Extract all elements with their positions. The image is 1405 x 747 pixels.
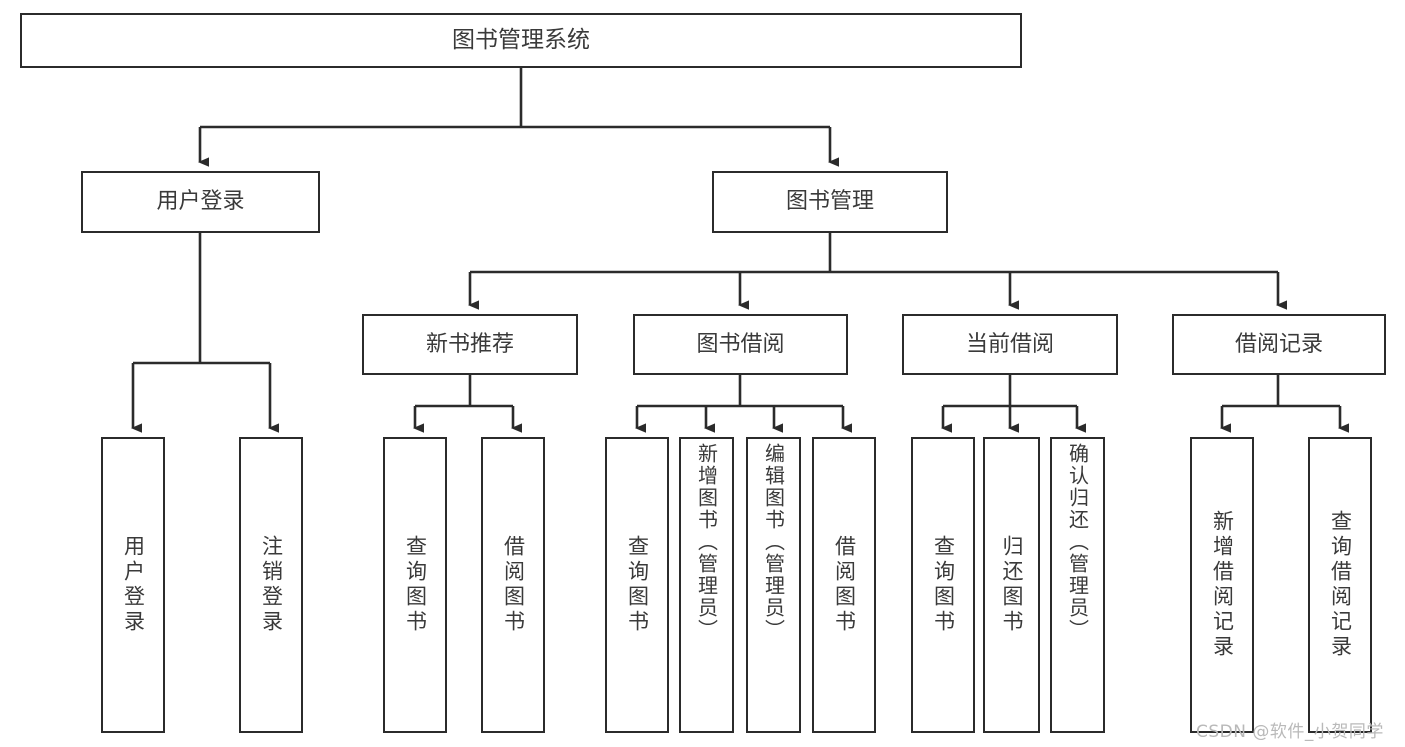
leaf-query-book-current[interactable]: 查询图书 bbox=[911, 437, 975, 733]
node-label: 查询图书 bbox=[625, 535, 650, 635]
leaf-logout[interactable]: 注销登录 bbox=[239, 437, 303, 733]
leaf-user-login[interactable]: 用户登录 bbox=[101, 437, 165, 733]
leaf-return-book[interactable]: 归还图书 bbox=[983, 437, 1040, 733]
leaf-add-book-admin[interactable]: 新增图书（管理员） bbox=[679, 437, 734, 733]
node-label: 图书管理 bbox=[785, 189, 874, 215]
node-label: 借阅图书 bbox=[832, 535, 857, 635]
leaf-confirm-return-admin[interactable]: 确认归还（管理员） bbox=[1050, 437, 1105, 733]
node-current-borrow[interactable]: 当前借阅 bbox=[902, 314, 1118, 375]
leaf-query-borrow-record[interactable]: 查询借阅记录 bbox=[1308, 437, 1372, 733]
leaf-borrow-book[interactable]: 借阅图书 bbox=[812, 437, 876, 733]
node-root-system[interactable]: 图书管理系统 bbox=[20, 13, 1022, 68]
node-label: 用户登录 bbox=[121, 535, 146, 635]
leaf-add-borrow-record[interactable]: 新增借阅记录 bbox=[1190, 437, 1254, 733]
node-borrow-record[interactable]: 借阅记录 bbox=[1172, 314, 1386, 375]
leaf-edit-book-admin[interactable]: 编辑图书（管理员） bbox=[746, 437, 801, 733]
node-label: 新书推荐 bbox=[425, 331, 514, 357]
node-label: 新增借阅记录 bbox=[1210, 510, 1235, 660]
node-label: 归还图书 bbox=[1000, 535, 1024, 635]
node-label: 当前借阅 bbox=[965, 331, 1054, 357]
node-user-login[interactable]: 用户登录 bbox=[81, 171, 320, 233]
node-label: 查询图书 bbox=[403, 535, 428, 635]
node-label: 编辑图书（管理员） bbox=[761, 443, 786, 641]
csdn-watermark: CSDN @软件_小贺同学 bbox=[1196, 722, 1384, 742]
node-label: 借阅记录 bbox=[1234, 331, 1323, 357]
node-book-management[interactable]: 图书管理 bbox=[712, 171, 948, 233]
node-label: 注销登录 bbox=[259, 535, 284, 635]
leaf-borrow-book-recommend[interactable]: 借阅图书 bbox=[481, 437, 545, 733]
node-label: 借阅图书 bbox=[501, 535, 526, 635]
node-label: 新增图书（管理员） bbox=[694, 443, 719, 641]
leaf-query-book-borrow[interactable]: 查询图书 bbox=[605, 437, 669, 733]
leaf-query-book-recommend[interactable]: 查询图书 bbox=[383, 437, 447, 733]
node-label: 图书管理系统 bbox=[452, 26, 590, 53]
node-label: 查询图书 bbox=[931, 535, 956, 635]
node-label: 查询借阅记录 bbox=[1328, 510, 1353, 660]
node-label: 用户登录 bbox=[156, 189, 245, 215]
node-label: 确认归还（管理员） bbox=[1065, 443, 1090, 641]
node-label: 图书借阅 bbox=[696, 331, 785, 357]
node-new-book-recommend[interactable]: 新书推荐 bbox=[362, 314, 578, 375]
node-book-borrow[interactable]: 图书借阅 bbox=[633, 314, 848, 375]
